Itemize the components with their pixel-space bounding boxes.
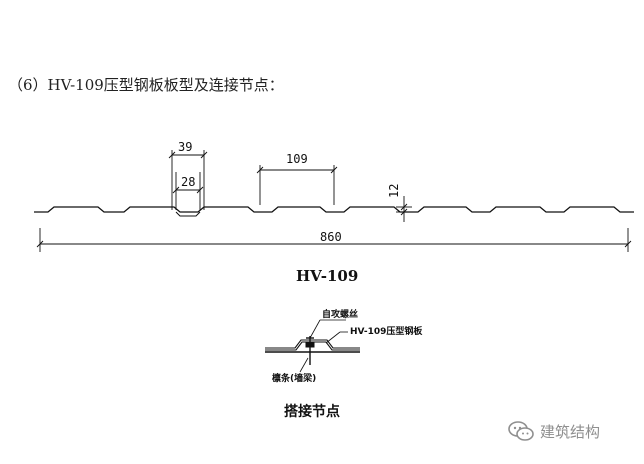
dimension-39 (168, 150, 208, 210)
rib-bottom (175, 211, 201, 217)
dim-label-28: 28 (181, 175, 195, 189)
profile-line (34, 206, 634, 213)
label-sheet: HV-109压型钢板 (350, 325, 423, 337)
label-purlin: 檩条(墙梁) (272, 372, 316, 384)
dim-label-860: 860 (320, 230, 342, 244)
section-heading: （6）HV-109压型钢板板型及连接节点： (8, 76, 284, 94)
model-label: HV-109 (296, 267, 358, 285)
dimension-28 (172, 172, 204, 210)
dim-label-39: 39 (178, 140, 192, 154)
dimension-109 (256, 165, 338, 205)
joint-detail (265, 319, 360, 373)
dimension-860 (36, 228, 632, 252)
watermark: 建筑结构 (508, 420, 600, 442)
joint-title: 搭接节点 (284, 403, 340, 420)
dim-label-109: 109 (286, 152, 308, 166)
wechat-icon (508, 421, 534, 441)
dimension-12 (396, 196, 412, 222)
dim-label-12: 12 (387, 184, 401, 198)
label-screw: 自攻螺丝 (322, 308, 358, 320)
watermark-text: 建筑结构 (540, 422, 601, 441)
